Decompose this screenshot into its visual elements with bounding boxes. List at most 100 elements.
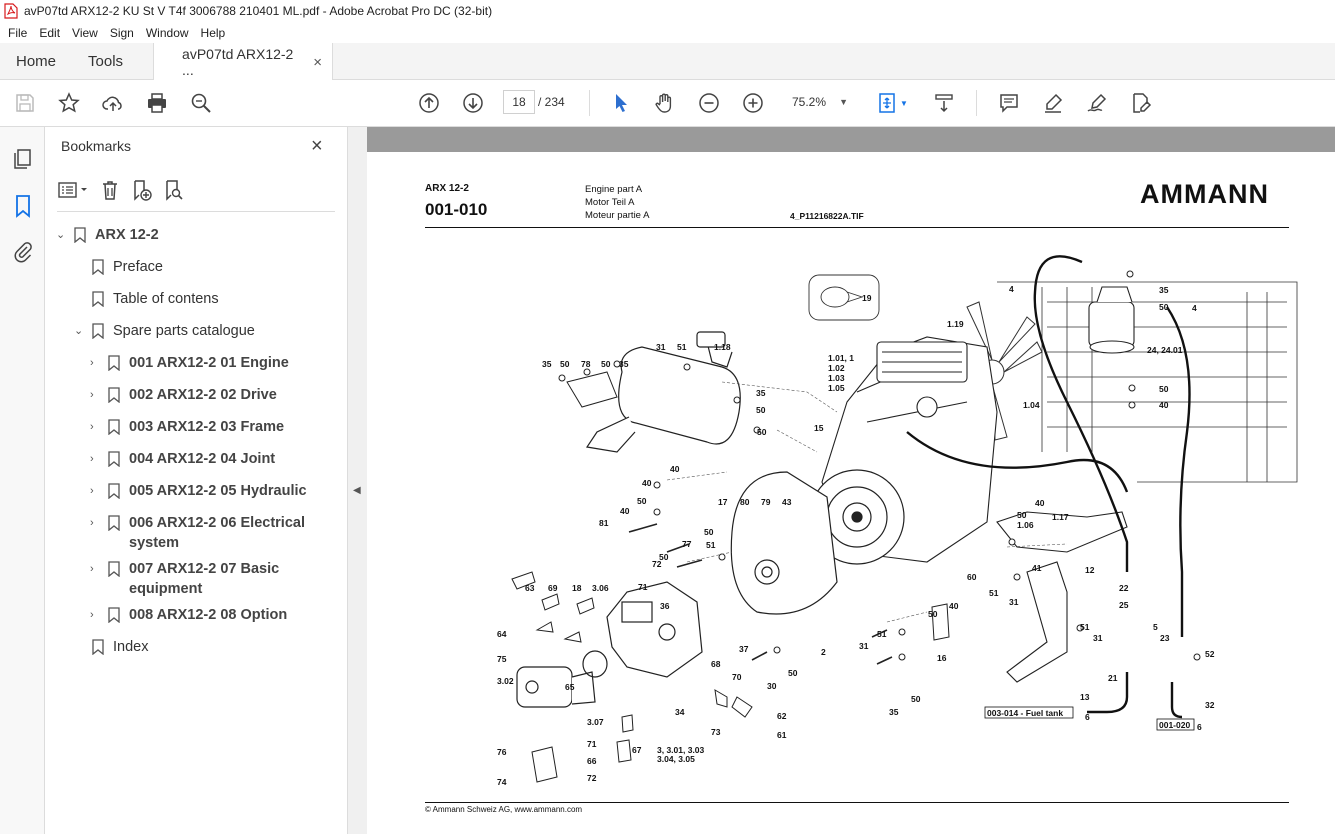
- tab-document[interactable]: avP07td ARX12-2 ... ×: [153, 43, 334, 81]
- bookmark-005-hydraulic[interactable]: › 005 ARX12-2 05 Hydraulic: [90, 481, 307, 503]
- chevron-down-icon[interactable]: ⌄: [56, 229, 66, 241]
- bookmark-index[interactable]: Index: [92, 637, 148, 659]
- menu-edit[interactable]: Edit: [39, 25, 61, 40]
- bookmark-options-icon[interactable]: [57, 178, 91, 202]
- bookmark-002-drive[interactable]: › 002 ARX12-2 02 Drive: [90, 385, 277, 407]
- tab-bar: Home Tools avP07td ARX12-2 ... ×: [0, 43, 1335, 81]
- save-icon[interactable]: [13, 91, 37, 115]
- bookmark-008-option[interactable]: › 008 ARX12-2 08 Option: [90, 605, 287, 627]
- tab-close-icon[interactable]: ×: [313, 53, 323, 71]
- bookmark-001-engine[interactable]: › 001 ARX12-2 01 Engine: [90, 353, 289, 375]
- chevron-right-icon[interactable]: ›: [90, 357, 94, 369]
- menu-window[interactable]: Window: [145, 25, 189, 40]
- bookmark-table-of-contens[interactable]: Table of contens: [92, 289, 219, 311]
- bookmark-arx-12-2[interactable]: ⌄ ARX 12-2: [56, 225, 159, 247]
- bookmark-label-line1: 007 ARX12-2 07 Basic: [129, 561, 280, 577]
- bookmark-004-joint[interactable]: › 004 ARX12-2 04 Joint: [90, 449, 275, 471]
- callout-5: 5: [1153, 622, 1158, 632]
- chevron-right-icon[interactable]: ›: [90, 609, 94, 621]
- bookmark-icon: [92, 639, 104, 655]
- callout-35: 35: [619, 359, 629, 369]
- tab-tools[interactable]: Tools: [88, 53, 124, 70]
- callout-50: 50: [911, 694, 921, 704]
- next-page-icon[interactable]: [461, 91, 485, 115]
- callout-1-06: 1.06: [1017, 520, 1034, 530]
- new-bookmark-icon[interactable]: [129, 178, 155, 202]
- find-bookmark-icon[interactable]: [161, 178, 187, 202]
- bookmarks-header: Bookmarks: [61, 138, 132, 154]
- select-cursor-icon[interactable]: [609, 91, 633, 115]
- chevron-right-icon[interactable]: ›: [90, 389, 94, 401]
- page-thumbnails-icon[interactable]: [11, 147, 35, 171]
- edit-pdf-icon[interactable]: [1129, 91, 1153, 115]
- page-file-ref: 4_P11216822A.TIF: [790, 211, 864, 221]
- toolbar-divider: [976, 90, 977, 116]
- callout-4: 4: [1192, 303, 1197, 313]
- callout-65: 65: [565, 682, 575, 692]
- bookmark-icon: [92, 323, 104, 339]
- bookmark-spare-parts-catalogue[interactable]: ⌄ Spare parts catalogue: [74, 321, 255, 343]
- attachment-icon[interactable]: [11, 240, 35, 264]
- callout-77: 77: [682, 539, 692, 549]
- callout-3-06: 3.06: [592, 583, 609, 593]
- fastener-shapes: [511, 270, 1201, 783]
- callout-6: 6: [1085, 712, 1090, 722]
- bookmark-preface[interactable]: Preface: [92, 257, 163, 279]
- page-gap: [367, 127, 1335, 152]
- bookmarks-close-icon[interactable]: ×: [311, 135, 323, 157]
- callout-25: 25: [1119, 600, 1129, 610]
- callout-50: 50: [560, 359, 570, 369]
- callout-64: 64: [497, 629, 507, 639]
- callout-62: 62: [777, 711, 787, 721]
- comment-icon[interactable]: [997, 91, 1021, 115]
- callout-1-05: 1.05: [828, 383, 845, 393]
- document-view[interactable]: ARX 12-2 001-010 Engine part A Motor Tei…: [367, 127, 1335, 834]
- menu-view[interactable]: View: [72, 25, 98, 40]
- star-icon[interactable]: [57, 91, 81, 115]
- menu-file[interactable]: File: [8, 25, 28, 40]
- previous-page-icon[interactable]: [417, 91, 441, 115]
- bracket-shape: [566, 371, 618, 408]
- scrolling-mode-icon[interactable]: [932, 91, 956, 115]
- panel-splitter[interactable]: ◀: [348, 127, 367, 834]
- delete-bookmark-icon[interactable]: [97, 178, 123, 202]
- chevron-right-icon[interactable]: ›: [90, 421, 94, 433]
- sign-pen-icon[interactable]: [1085, 91, 1109, 115]
- menu-help[interactable]: Help: [200, 25, 226, 40]
- tab-home[interactable]: Home: [16, 53, 57, 70]
- cloud-upload-icon[interactable]: [101, 91, 125, 115]
- chevron-right-icon[interactable]: ›: [90, 563, 94, 575]
- fit-page-icon[interactable]: [876, 91, 900, 115]
- chevron-down-icon[interactable]: ⌄: [74, 325, 84, 337]
- callout-3-04: 3.04, 3.05: [657, 754, 695, 764]
- chevron-right-icon[interactable]: ›: [90, 517, 94, 529]
- callout-72: 72: [587, 773, 597, 783]
- zoom-out-icon[interactable]: [697, 91, 721, 115]
- bookmark-icon: [108, 515, 120, 531]
- menu-sign[interactable]: Sign: [109, 25, 134, 40]
- page-number-input[interactable]: 18: [503, 90, 535, 114]
- highlight-pen-icon[interactable]: [1041, 91, 1065, 115]
- bookmark-icon: [92, 291, 104, 307]
- zoom-search-icon[interactable]: [189, 91, 213, 115]
- zoom-level-dropdown[interactable]: 75.2% ▼: [784, 90, 854, 114]
- leader-lines: [666, 381, 1068, 623]
- bookmark-003-frame[interactable]: › 003 ARX12-2 03 Frame: [90, 417, 284, 439]
- gear-pump-shape: [516, 666, 596, 708]
- print-icon[interactable]: [145, 91, 169, 115]
- hand-tool-icon[interactable]: [653, 91, 677, 115]
- bookmark-panel-icon[interactable]: [11, 194, 35, 218]
- bookmark-label: Preface: [113, 259, 163, 275]
- fit-page-chevron-icon[interactable]: ▼: [900, 98, 908, 108]
- zoom-in-icon[interactable]: [741, 91, 765, 115]
- page-code: 001-010: [425, 200, 488, 219]
- chevron-right-icon[interactable]: ›: [90, 485, 94, 497]
- callout-71: 71: [587, 739, 597, 749]
- callout-50: 50: [757, 427, 767, 437]
- bookmark-label: 005 ARX12-2 05 Hydraulic: [129, 483, 307, 499]
- chevron-right-icon[interactable]: ›: [90, 453, 94, 465]
- collapse-panel-icon[interactable]: ◀: [353, 485, 361, 496]
- desc-en: Engine part A: [585, 184, 643, 195]
